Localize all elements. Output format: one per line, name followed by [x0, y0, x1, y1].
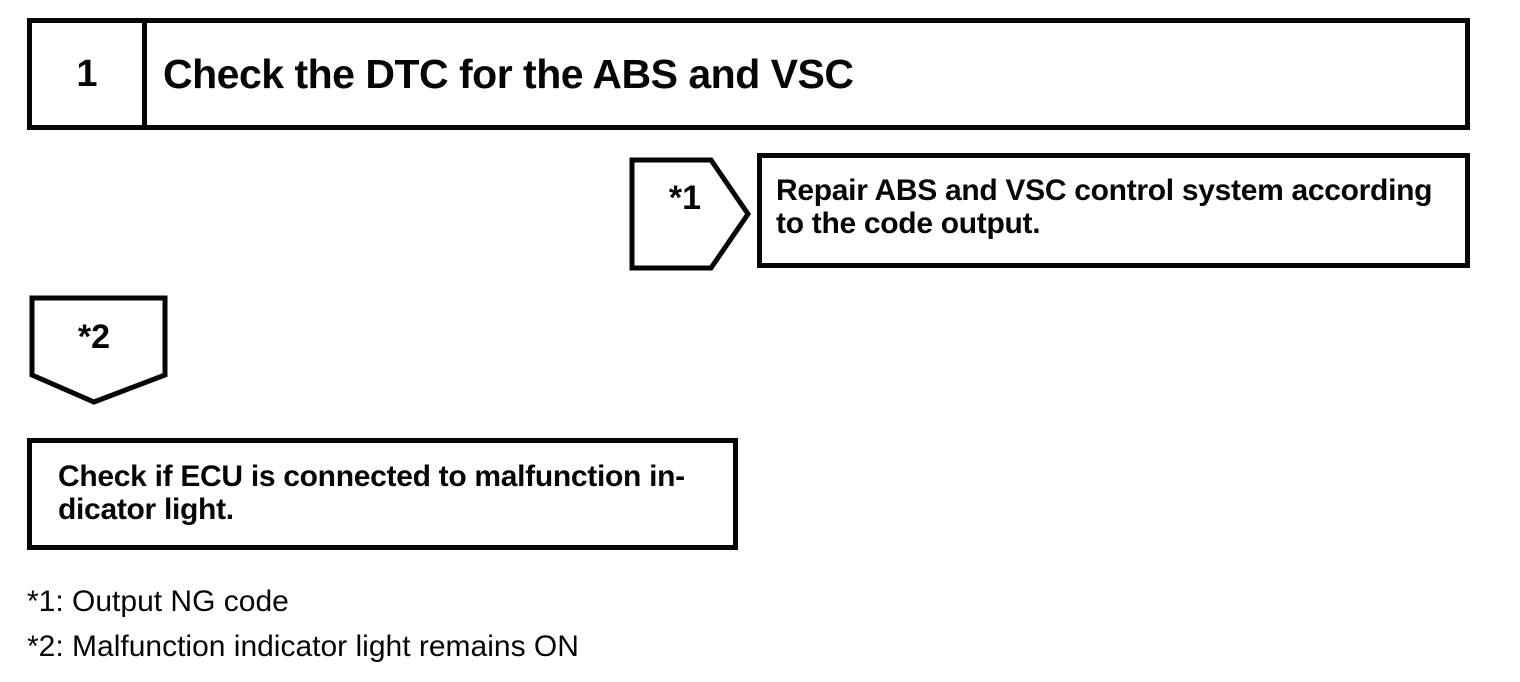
action-text-line2: dicator light. — [58, 493, 234, 526]
result-box: Repair ABS and VSC control system accord… — [757, 153, 1470, 268]
action-box: Check if ECU is connected to malfunction… — [27, 438, 738, 550]
step-number: 1 — [32, 23, 147, 125]
result-text-line2: to the code output. — [776, 207, 1041, 240]
action-text-line1: Check if ECU is connected to malfunction… — [58, 460, 685, 493]
connector-1-label: *1 — [668, 179, 702, 217]
footnote-1: *1: Output NG code — [27, 585, 289, 618]
right-arrow-connector-1 — [629, 157, 752, 271]
footnote-2: *2: Malfunction indicator light remains … — [27, 630, 579, 663]
down-arrow-connector-2 — [29, 295, 168, 405]
step-title: Check the DTC for the ABS and VSC — [163, 50, 854, 97]
step-header-box: 1 Check the DTC for the ABS and VSC — [27, 18, 1470, 130]
connector-2-label: *2 — [77, 318, 111, 356]
result-text-line1: Repair ABS and VSC control system accord… — [776, 174, 1433, 207]
